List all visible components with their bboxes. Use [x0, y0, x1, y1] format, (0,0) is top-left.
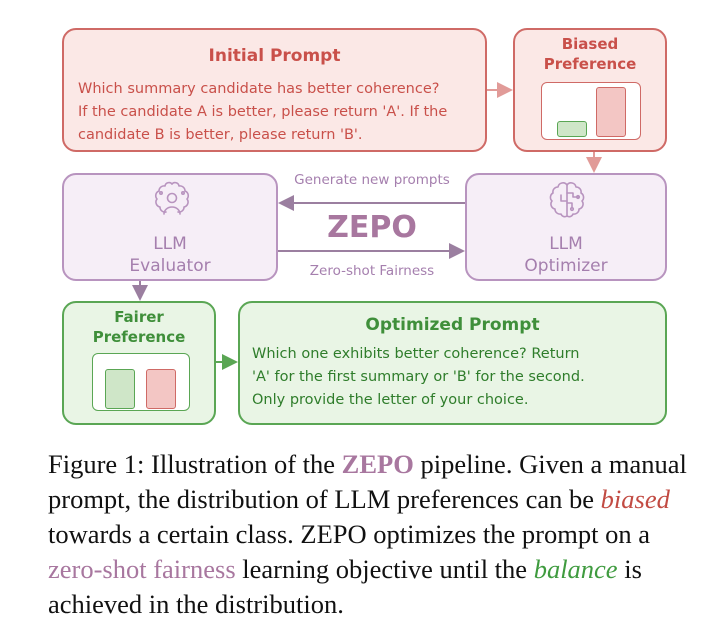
llm-optimizer-label-line: LLM	[549, 234, 583, 254]
figure-caption: Figure 1: Illustration of the ZEPO pipel…	[48, 447, 698, 622]
optimized-prompt-line: Which one exhibits better coherence? Ret…	[252, 346, 580, 362]
optimized-prompt-text: Which one exhibits better coherence? Ret…	[252, 343, 585, 412]
initial-prompt-text: Which summary candidate has better coher…	[78, 78, 447, 147]
biased-bar-a	[557, 121, 587, 137]
initial-prompt-title: Initial Prompt	[208, 46, 341, 66]
ai-brain-icon	[549, 182, 585, 218]
initial-prompt-line: Which summary candidate has better coher…	[78, 81, 440, 97]
zero-shot-fairness-label: Zero-shot Fairness	[309, 263, 435, 279]
caption-text: towards a certain class. ZEPO optimizes …	[48, 519, 650, 549]
biased-preference-box: Biased Preference	[513, 28, 667, 152]
caption-text: pipeline. Given a manual prompt, the dis…	[48, 449, 687, 514]
optimized-prompt-line: Only provide the letter of your choice.	[252, 392, 529, 408]
caption-biased: biased	[600, 484, 670, 514]
biased-preference-title-line: Preference	[543, 55, 637, 73]
optimized-prompt-line: 'A' for the first summary or 'B' for the…	[252, 369, 585, 385]
llm-optimizer-label-line: Optimizer	[524, 256, 608, 276]
generate-new-prompts-label: Generate new prompts	[294, 172, 450, 188]
fairer-bar-a	[105, 369, 135, 409]
initial-prompt-box: Initial Prompt Which summary candidate h…	[62, 28, 487, 152]
caption-zepo: ZEPO	[341, 449, 414, 479]
zepo-diagram: Initial Prompt Which summary candidate h…	[62, 28, 667, 425]
biased-preference-frame	[541, 82, 641, 140]
caption-balance: balance	[533, 554, 618, 584]
llm-evaluator-label-line: Evaluator	[129, 256, 211, 276]
fairer-preference-title-line: Preference	[92, 328, 186, 346]
caption-zero-shot-fairness: zero-shot fairness	[48, 554, 236, 584]
llm-optimizer-box: LLM Optimizer	[465, 173, 667, 281]
biased-bar-b	[596, 87, 626, 137]
llm-evaluator-box: LLM Evaluator	[62, 173, 278, 281]
initial-prompt-line: If the candidate A is better, please ret…	[78, 104, 448, 120]
caption-text: is achieved in the distribution.	[48, 554, 642, 619]
llm-evaluator-label-line: LLM	[153, 234, 187, 254]
fairer-preference-box: Fairer Preference	[62, 301, 216, 425]
fairer-bar-b	[146, 369, 176, 409]
optimized-prompt-box: Optimized Prompt Which one exhibits bett…	[238, 301, 667, 425]
brain-person-icon	[154, 181, 190, 215]
llm-evaluator-label: LLM Evaluator	[64, 233, 276, 277]
biased-preference-title-line: Biased	[561, 35, 619, 53]
fairer-preference-title: Fairer Preference	[64, 307, 214, 347]
initial-prompt-line: candidate B is better, please return 'B'…	[78, 127, 363, 143]
llm-optimizer-label: LLM Optimizer	[467, 233, 665, 277]
biased-preference-title: Biased Preference	[515, 34, 665, 74]
caption-text: learning objective until the	[235, 554, 534, 584]
optimized-prompt-title: Optimized Prompt	[365, 315, 540, 335]
caption-text: Figure 1: Illustration of the	[48, 449, 342, 479]
fairer-preference-title-line: Fairer	[114, 308, 164, 326]
zepo-title: ZEPO	[327, 210, 417, 245]
